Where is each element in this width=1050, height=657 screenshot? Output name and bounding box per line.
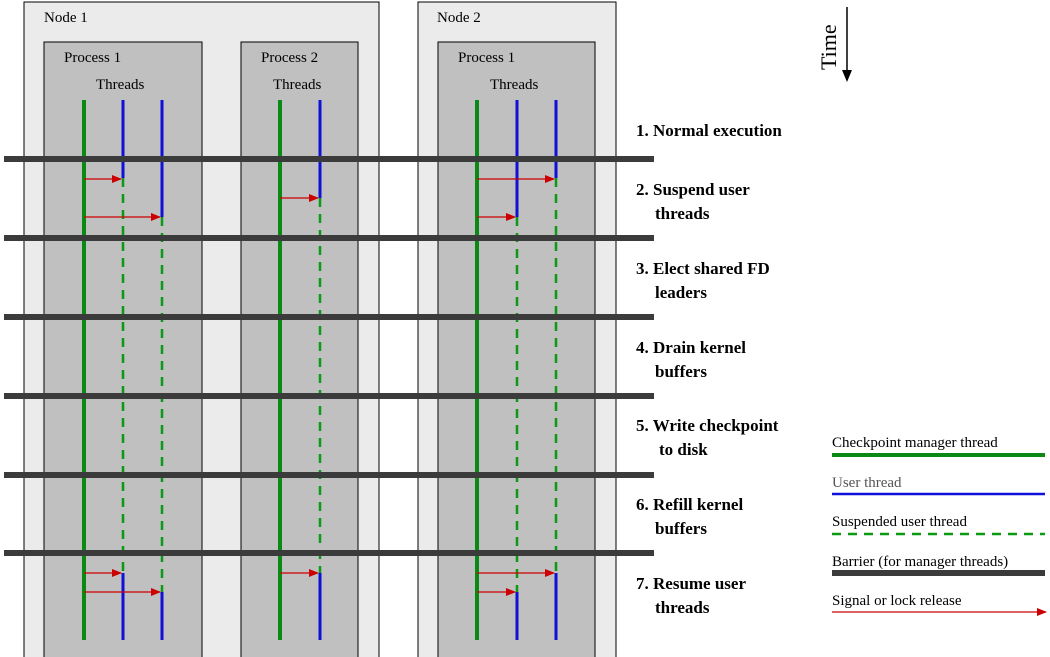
step-7-label-cont: threads	[655, 598, 710, 617]
node-1-process-2-label: Process 2	[261, 50, 318, 66]
legend-user-label: User thread	[832, 475, 902, 491]
step-5-label-cont: to disk	[659, 440, 708, 459]
node-1-process-1-label: Process 1	[64, 50, 121, 66]
barrier	[4, 550, 654, 556]
legend-barrier-label: Barrier (for manager threads)	[832, 554, 1008, 570]
step-4-label: 4. Drain kernel	[636, 338, 746, 357]
node-1-process-1-threads-label: Threads	[96, 77, 144, 93]
step-3-label: 3. Elect shared FD	[636, 259, 770, 278]
legend-barrier-line	[832, 570, 1045, 576]
barrier	[4, 393, 654, 399]
step-2-label: 2. Suspend user	[636, 180, 750, 199]
step-2-label-cont: threads	[655, 204, 710, 223]
barrier	[4, 314, 654, 320]
barrier	[4, 235, 654, 241]
step-6-label-cont: buffers	[655, 519, 707, 538]
node-1-process-2-threads-label: Threads	[273, 77, 321, 93]
legend-suspended-label: Suspended user thread	[832, 514, 967, 530]
node-2-process-1-threads-label: Threads	[490, 77, 538, 93]
node-1-label: Node 1	[44, 10, 88, 26]
time-label: Time	[816, 24, 841, 70]
barrier	[4, 156, 654, 162]
step-7-label: 7. Resume user	[636, 574, 746, 593]
node-2-label: Node 2	[437, 10, 481, 26]
step-6-label: 6. Refill kernel	[636, 495, 743, 514]
legend-manager-label: Checkpoint manager thread	[832, 435, 998, 451]
legend-signal-label: Signal or lock release	[832, 593, 962, 609]
step-1-label: 1. Normal execution	[636, 121, 782, 140]
step-5-label: 5. Write checkpoint	[636, 416, 779, 435]
node-2-process-1-label: Process 1	[458, 50, 515, 66]
node-1-process-2-box	[240, 41, 359, 657]
step-4-label-cont: buffers	[655, 362, 707, 381]
time-arrowhead-icon	[842, 70, 852, 82]
barrier	[4, 472, 654, 478]
step-3-label-cont: leaders	[655, 283, 707, 302]
